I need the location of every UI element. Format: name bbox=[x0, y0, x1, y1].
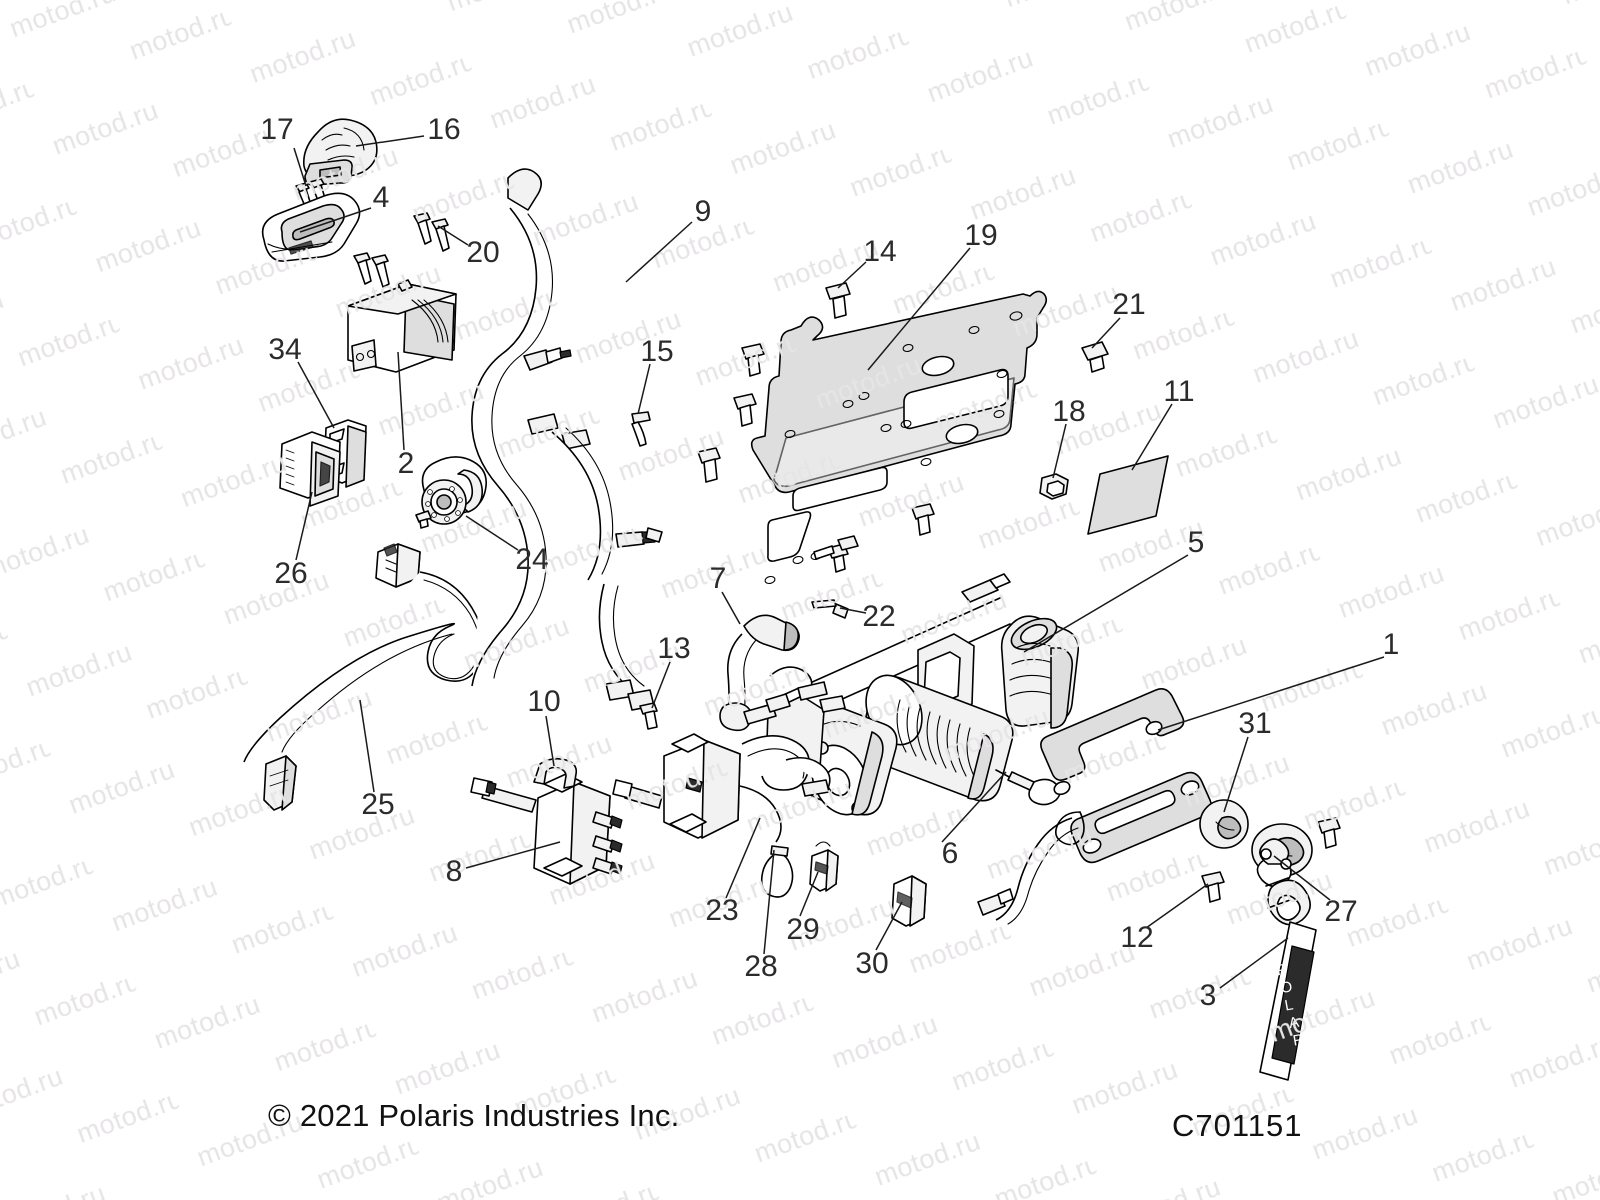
callout-leader-23 bbox=[725, 817, 761, 899]
callout-number-1: 1 bbox=[1382, 628, 1400, 661]
callout-leader-4 bbox=[299, 207, 372, 233]
callout-leader-28 bbox=[763, 849, 775, 955]
callout-leader-17 bbox=[293, 147, 307, 187]
callout-number-28: 28 bbox=[744, 950, 778, 983]
callout-leader-14 bbox=[837, 261, 867, 289]
callout-leader-9 bbox=[625, 221, 693, 283]
callout-number-18: 18 bbox=[1052, 395, 1086, 428]
callout-number-13: 13 bbox=[657, 632, 691, 665]
callout-number-24: 24 bbox=[515, 543, 549, 576]
callout-number-10: 10 bbox=[527, 685, 561, 718]
callout-leader-34 bbox=[297, 361, 335, 429]
callout-number-26: 26 bbox=[274, 557, 308, 590]
diagram-part-number: C701151 bbox=[1172, 1108, 1303, 1143]
callout-leader-6 bbox=[941, 771, 1007, 843]
callout-leader-24 bbox=[465, 515, 519, 551]
callout-number-7: 7 bbox=[709, 562, 727, 595]
callout-number-15: 15 bbox=[640, 335, 674, 368]
callout-leader-25 bbox=[359, 699, 375, 793]
callout-leader-21 bbox=[1091, 317, 1121, 349]
callout-number-29: 29 bbox=[786, 913, 820, 946]
callout-number-9: 9 bbox=[694, 195, 712, 228]
callout-number-6: 6 bbox=[941, 837, 959, 870]
callout-number-2: 2 bbox=[397, 447, 415, 480]
callout-leader-30 bbox=[875, 901, 903, 951]
callout-leader-20 bbox=[437, 225, 469, 246]
callout-number-34: 34 bbox=[268, 333, 302, 366]
callout-leader-29 bbox=[799, 871, 819, 917]
callout-number-4: 4 bbox=[372, 181, 390, 214]
callout-leader-8 bbox=[465, 841, 561, 869]
callout-leader-11 bbox=[1131, 403, 1173, 471]
callout-number-12: 12 bbox=[1120, 921, 1154, 954]
callout-leader-2 bbox=[397, 351, 405, 451]
callout-leader-3 bbox=[1219, 937, 1289, 989]
callout-number-19: 19 bbox=[964, 219, 998, 252]
callout-leader-15 bbox=[637, 363, 651, 415]
callout-number-3: 3 bbox=[1199, 979, 1217, 1012]
callout-leader-27 bbox=[1273, 855, 1331, 901]
callout-leader-31 bbox=[1223, 736, 1249, 813]
callout-leader-7 bbox=[721, 591, 741, 625]
callout-number-5: 5 bbox=[1187, 526, 1205, 559]
callout-leader-16 bbox=[355, 135, 425, 147]
callout-number-22: 22 bbox=[862, 600, 896, 633]
callout-leader-18 bbox=[1052, 423, 1067, 479]
callout-number-8: 8 bbox=[445, 855, 463, 888]
callout-number-25: 25 bbox=[361, 788, 395, 821]
copyright-notice: © 2021 Polaris Industries Inc. bbox=[268, 1098, 680, 1133]
callout-number-30: 30 bbox=[855, 947, 889, 980]
callout-number-27: 27 bbox=[1324, 895, 1358, 928]
callout-number-17: 17 bbox=[260, 113, 294, 146]
callout-leader-12 bbox=[1145, 883, 1209, 929]
callout-leader-26 bbox=[295, 491, 313, 561]
callout-leader-10 bbox=[545, 715, 555, 767]
callout-number-11: 11 bbox=[1163, 375, 1195, 408]
callout-leader-13 bbox=[651, 661, 671, 709]
callout-number-21: 21 bbox=[1112, 288, 1146, 321]
callout-number-14: 14 bbox=[863, 235, 897, 268]
callout-number-16: 16 bbox=[427, 113, 461, 146]
callout-leader-5 bbox=[1023, 554, 1189, 653]
callout-number-31: 31 bbox=[1238, 707, 1272, 740]
callout-number-20: 20 bbox=[466, 236, 500, 269]
callout-number-23: 23 bbox=[705, 894, 739, 927]
